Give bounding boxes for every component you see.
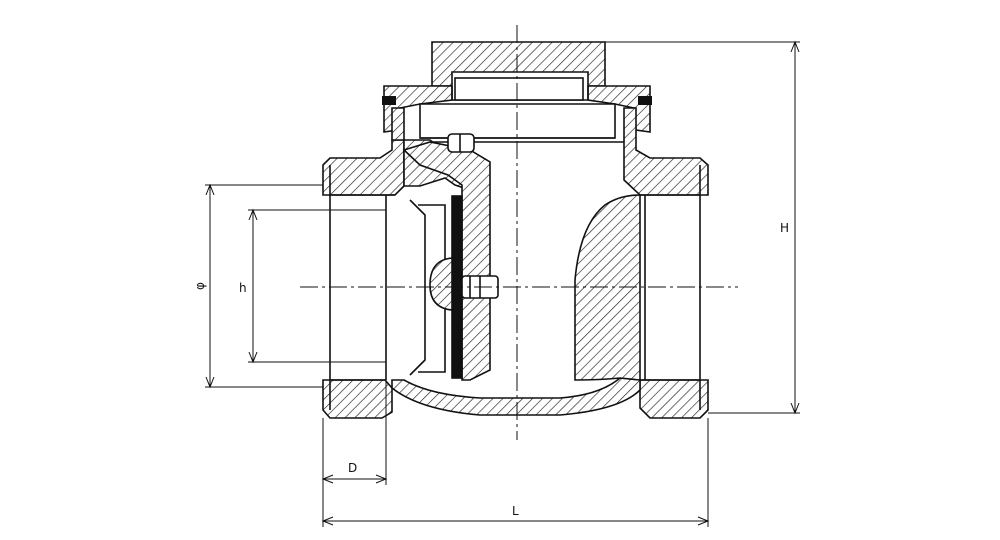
bonnet-cap xyxy=(383,41,651,143)
gasket-seals xyxy=(382,96,652,105)
dimension-lines xyxy=(205,40,800,527)
dimension-label-D: D xyxy=(348,461,357,475)
dimension-label-H: H xyxy=(780,221,789,235)
dimension-label-L: L xyxy=(512,504,519,518)
dimension-label-h: h xyxy=(239,281,247,295)
valve-body xyxy=(322,107,709,419)
dimension-label-phi: φ xyxy=(193,282,207,290)
center-lines xyxy=(300,25,738,440)
